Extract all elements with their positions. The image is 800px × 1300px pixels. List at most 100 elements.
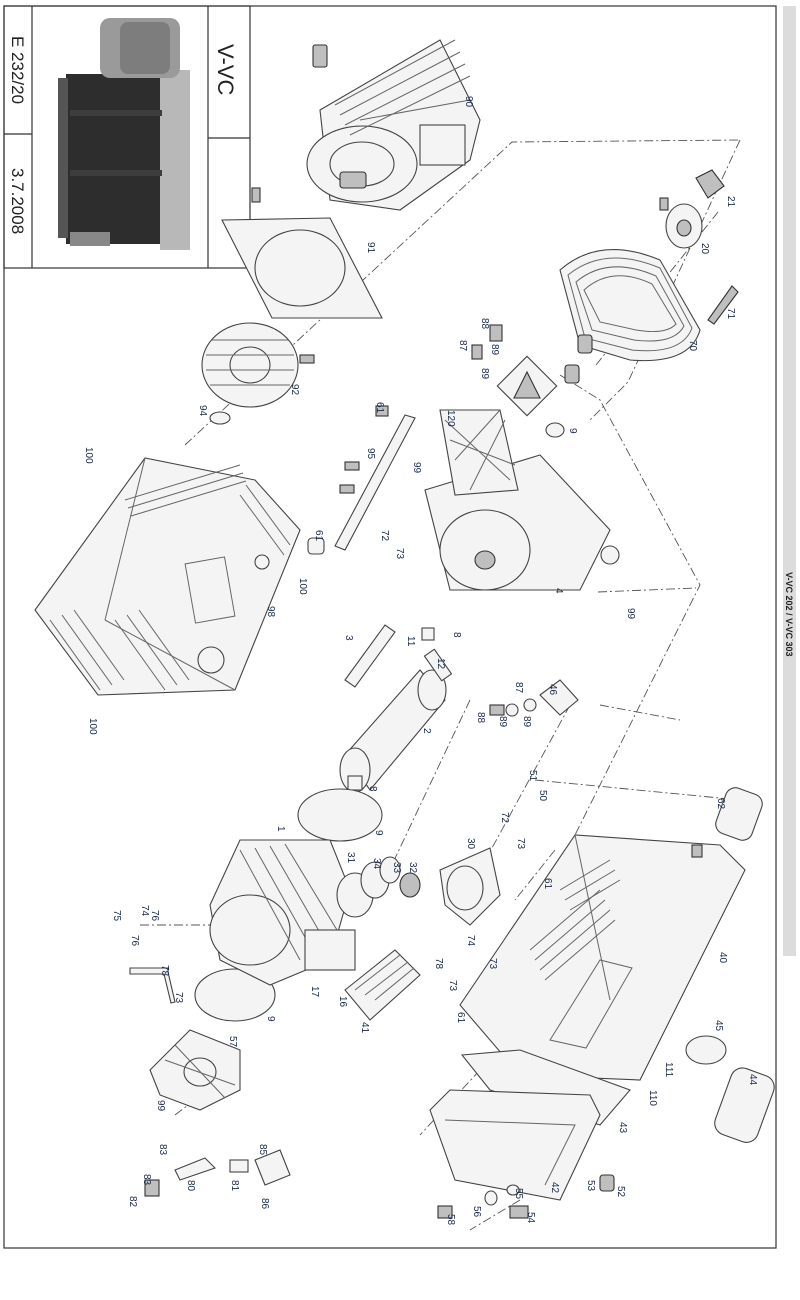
- doc-date: 3.7.2008: [8, 168, 27, 234]
- valve-plate: [344, 949, 421, 1021]
- label-44: 44: [747, 1074, 758, 1086]
- label-91: 91: [365, 242, 376, 254]
- label-57: 57: [227, 1036, 238, 1048]
- label-89c: 89: [497, 716, 508, 728]
- label-76b: 76: [129, 935, 140, 947]
- label-1: 1: [275, 826, 286, 832]
- label-73e: 73: [447, 980, 458, 992]
- label-46: 46: [547, 684, 558, 696]
- label-8: 8: [451, 632, 462, 638]
- label-8b: 8: [367, 786, 378, 792]
- label-78b: 78: [433, 958, 444, 970]
- label-76: 76: [149, 910, 160, 922]
- housing-cover: [34, 457, 301, 696]
- label-81: 81: [229, 1180, 240, 1192]
- label-54: 54: [525, 1212, 536, 1224]
- label-73: 73: [394, 548, 405, 560]
- label-12: 12: [435, 658, 446, 670]
- label-83b: 83: [141, 1174, 152, 1186]
- label-9b: 9: [373, 830, 384, 836]
- label-94: 94: [197, 405, 208, 417]
- label-72: 72: [379, 530, 390, 542]
- label-87b: 87: [513, 682, 524, 694]
- label-56: 56: [471, 1206, 482, 1218]
- label-92: 92: [289, 384, 300, 396]
- label-86: 86: [259, 1198, 270, 1210]
- warning-label: [496, 355, 565, 438]
- motor: [306, 39, 481, 211]
- side-strip: [783, 6, 796, 956]
- hex-wrench: [129, 967, 176, 1004]
- label-82: 82: [127, 1196, 138, 1208]
- label-61b: 61: [313, 530, 324, 542]
- mounting-bracket: [307, 405, 416, 555]
- label-95: 95: [365, 448, 376, 460]
- label-9: 9: [567, 428, 578, 434]
- label-34: 34: [371, 858, 382, 870]
- label-73c: 73: [487, 958, 498, 970]
- label-99b: 99: [625, 608, 636, 620]
- label-30: 30: [465, 838, 476, 850]
- label-40: 40: [717, 952, 728, 964]
- flange-plate: [221, 187, 383, 319]
- label-89d: 89: [521, 716, 532, 728]
- label-72b: 72: [499, 812, 510, 824]
- label-87: 87: [457, 340, 468, 352]
- label-89b: 89: [479, 368, 490, 380]
- label-74b: 74: [465, 935, 476, 947]
- fittings: [471, 324, 579, 717]
- label-74: 74: [139, 905, 150, 917]
- label-20: 20: [699, 243, 710, 255]
- rotor-assembly: [339, 624, 453, 793]
- label-41: 41: [359, 1022, 370, 1034]
- label-62: 62: [715, 798, 726, 810]
- oil-casing: [429, 1049, 631, 1201]
- oil-filter: [685, 787, 775, 1143]
- label-2: 2: [421, 728, 432, 734]
- label-78: 78: [159, 965, 170, 977]
- label-53: 53: [585, 1180, 596, 1192]
- label-45: 45: [713, 1020, 724, 1032]
- pump-housing: [209, 839, 356, 986]
- title-block: E 232/20 3.7.2008 V-VC: [3, 5, 251, 269]
- model-name: V-VC: [213, 44, 238, 95]
- label-88: 88: [479, 318, 490, 330]
- label-73d: 73: [173, 992, 184, 1004]
- label-73b: 73: [515, 838, 526, 850]
- label-52: 52: [615, 1186, 626, 1198]
- label-120: 120: [445, 410, 456, 427]
- label-111: 111: [663, 1062, 674, 1078]
- label-83: 83: [157, 1144, 168, 1156]
- label-31: 31: [345, 852, 356, 864]
- cooling-coil: [559, 249, 739, 384]
- label-42: 42: [549, 1182, 560, 1194]
- o-ring-lower: [194, 968, 276, 1022]
- coupling: [659, 169, 725, 249]
- label-21: 21: [725, 196, 736, 208]
- label-89: 89: [489, 344, 500, 356]
- label-80: 80: [185, 1180, 196, 1192]
- label-11: 11: [405, 636, 416, 647]
- label-3: 3: [343, 635, 354, 641]
- label-43: 43: [617, 1122, 628, 1134]
- label-4: 4: [553, 588, 564, 594]
- side-title: V-VC 202 / V-VC 303: [784, 572, 794, 657]
- label-75: 75: [111, 910, 122, 922]
- check-valve: [336, 847, 501, 926]
- label-33: 33: [391, 862, 402, 874]
- gas-ballast: [144, 1149, 291, 1197]
- label-88b: 88: [475, 712, 486, 724]
- fan-wheel: [201, 322, 315, 425]
- label-100: 100: [83, 447, 94, 464]
- label-55: 55: [513, 1188, 524, 1200]
- label-61c: 61: [542, 878, 553, 890]
- label-99: 99: [411, 462, 422, 474]
- fan-guard: [149, 1029, 241, 1111]
- label-70: 70: [687, 340, 698, 352]
- o-ring-upper: [297, 788, 383, 842]
- label-50: 50: [537, 790, 548, 802]
- label-71: 71: [725, 308, 736, 320]
- label-9c: 9: [265, 1016, 276, 1022]
- label-32: 32: [407, 862, 418, 874]
